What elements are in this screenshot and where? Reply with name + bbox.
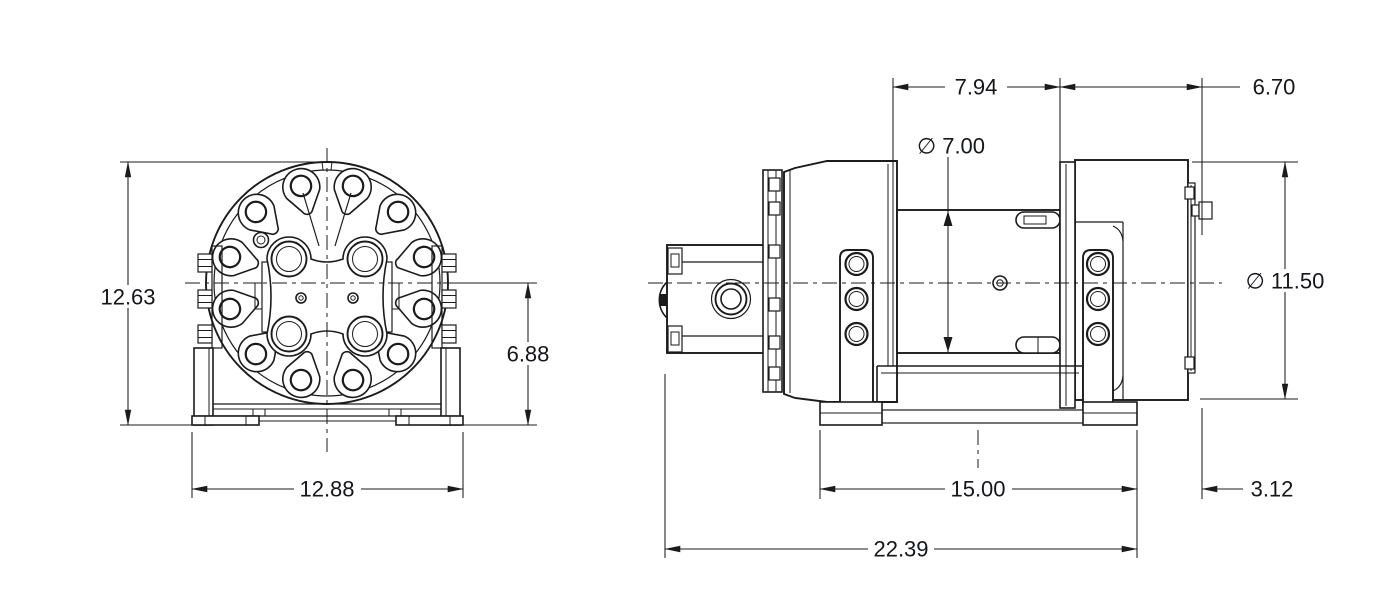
- base-foot-left: [191, 415, 260, 426]
- dim-drum-core-diameter-label: ∅ 7.00: [917, 134, 985, 159]
- side-view: 7.94 6.70 ∅ 7.00 ∅ 11.50: [648, 75, 1335, 562]
- dimension-drum-length: 7.94: [892, 75, 1061, 208]
- base-foot-right: [395, 415, 464, 426]
- pilot-hole: [252, 231, 270, 249]
- centerlines-side: [648, 282, 1222, 468]
- hub-tab-left: [254, 282, 263, 310]
- dimension-base-width: 12.88: [191, 432, 464, 502]
- dim-drum-length-label: 7.94: [955, 75, 998, 100]
- motor-shaft-boss: [658, 281, 668, 319]
- motor-shaft-end: [660, 294, 667, 306]
- drum-barrel: [896, 209, 1061, 354]
- hub-corner-bolts: [270, 240, 384, 353]
- hub-center-holes: [295, 292, 359, 304]
- dim-mount-length-label: 15.00: [950, 477, 1005, 502]
- hub-vee-line-right: [334, 192, 352, 247]
- adapter-plate: [762, 169, 783, 393]
- mounting-base-front: [191, 347, 464, 426]
- drum-flange-right: [1059, 161, 1076, 409]
- dimension-flange-diameter: ∅ 11.50: [1192, 161, 1335, 400]
- dim-end-section-label: 6.70: [1253, 75, 1296, 100]
- dim-centerline-height-label: 6.88: [507, 342, 550, 367]
- centerlines-front: [185, 148, 472, 452]
- dim-base-width-label: 12.88: [299, 477, 354, 502]
- base-wall-left: [193, 347, 214, 426]
- dimension-centerline-height: 6.88: [443, 282, 556, 426]
- dimension-overall-length: 22.39: [664, 374, 1138, 562]
- support-column-left: [819, 249, 883, 426]
- dimension-end-section: 6.70: [1059, 75, 1296, 235]
- cover-clip-top: [1184, 186, 1195, 200]
- cable-anchor-top: [1015, 211, 1061, 229]
- dimension-overall-height: 12.63: [97, 161, 327, 426]
- cover-clip-bottom: [1184, 356, 1195, 370]
- dim-flange-diameter-label: ∅ 11.50: [1246, 269, 1325, 294]
- dim-overall-length-label: 22.39: [873, 537, 928, 562]
- side-tabs: [197, 245, 457, 349]
- keyway-notch: [321, 161, 333, 171]
- base-tray: [873, 365, 1087, 424]
- dimension-drum-core-diameter: ∅ 7.00: [917, 134, 985, 352]
- front-view: 12.63 6.88 12.88: [97, 148, 556, 502]
- dim-end-offset-label: 3.12: [1251, 477, 1294, 502]
- end-housing: [1059, 159, 1213, 409]
- hub-vee-line-left: [302, 192, 320, 247]
- hydraulic-motor: [658, 244, 772, 354]
- motor-port: [710, 278, 752, 320]
- base-wall-right: [440, 347, 461, 426]
- end-bolt: [1198, 201, 1213, 220]
- support-column-right: [1082, 249, 1138, 426]
- dimension-mount-length: 15.00: [819, 430, 1138, 558]
- dim-overall-height-label: 12.63: [100, 285, 155, 310]
- dimension-end-offset: 3.12: [1201, 408, 1294, 502]
